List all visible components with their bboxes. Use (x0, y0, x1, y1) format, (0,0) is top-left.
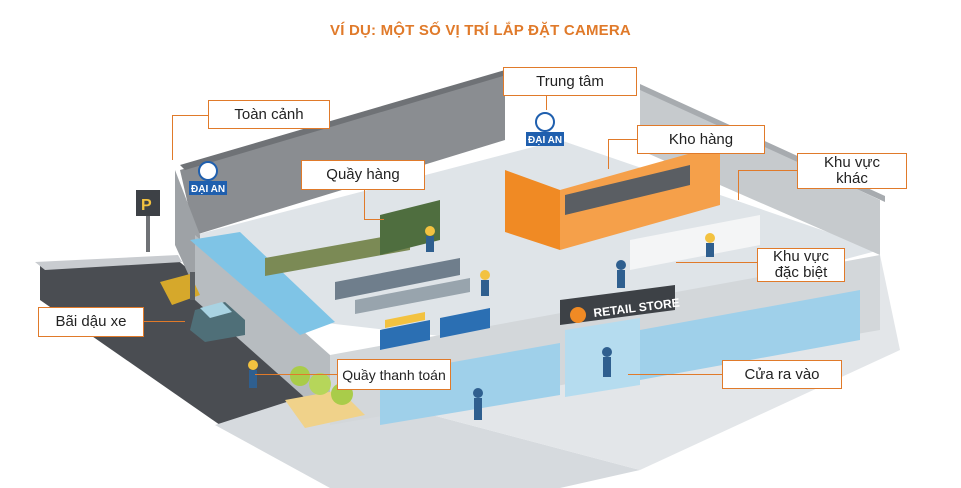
people-figures (248, 226, 715, 420)
leader-line-toan-canh (172, 115, 212, 117)
callout-toan-canh: Toàn cảnh (208, 100, 330, 129)
leader-line-khu-vuc-khac-v (738, 170, 740, 200)
callout-cua-ra-vao: Cửa ra vào (722, 360, 842, 389)
parking-sign-icon: P (136, 190, 160, 252)
leader-line-kho-hang (608, 139, 640, 141)
warehouse-room-front (505, 170, 560, 250)
svg-text:ĐẠI AN: ĐẠI AN (191, 184, 225, 195)
entrance-door (565, 318, 640, 397)
warehouse-shelf (565, 165, 690, 215)
svg-text:ĐẠI AN: ĐẠI AN (528, 135, 562, 146)
callout-khu-vuc-khac: Khu vực khác (797, 153, 907, 189)
leader-line-trung-tam (546, 96, 548, 110)
leader-line-quay-hang-h (364, 219, 384, 221)
leader-line-khu-vuc-khac (738, 170, 799, 172)
leader-line-quay-hang (364, 190, 366, 220)
front-glass (380, 343, 560, 425)
diagram-title: VÍ DỤ: MỘT SỐ VỊ TRÍ LẮP ĐẶT CAMERA (330, 22, 631, 39)
leader-line-quay-thanh-toan (255, 374, 338, 376)
callout-quay-thanh-toan: Quầy thanh toán (337, 359, 451, 390)
checkout-counters (380, 308, 490, 350)
car-icon (190, 302, 245, 342)
svg-text:P: P (141, 197, 152, 214)
store-sign-board (560, 285, 675, 325)
tree-planter (285, 366, 365, 428)
leader-line-bai-dau-xe (142, 321, 185, 323)
store-sign-logo (570, 307, 586, 323)
front-glass-2 (640, 290, 860, 380)
callout-khu-vuc-dac-biet: Khu vực đặc biệt (757, 248, 845, 282)
leader-line-khu-vuc-dac-biet (676, 262, 758, 264)
forklift-icon (160, 272, 200, 305)
back-wall-left-top (180, 70, 510, 170)
callout-bai-dau-xe: Bãi dậu xe (38, 307, 144, 337)
left-side-wall (175, 170, 200, 300)
parking-lot (40, 258, 330, 425)
brand-logo-center: ĐẠI AN (526, 112, 564, 146)
callout-kho-hang: Kho hàng (637, 125, 765, 154)
leader-line-toan-canh-v (172, 115, 174, 160)
brand-logo-left: ĐẠI AN (189, 161, 227, 195)
parking-curb (35, 255, 182, 270)
callout-quay-hang: Quầy hàng (301, 160, 425, 190)
special-counter (630, 215, 760, 270)
leader-line-kho-hang-v (608, 139, 610, 169)
leader-line-cua-ra-vao (628, 374, 724, 376)
display-shelves (265, 200, 470, 314)
front-canopy (190, 232, 335, 335)
back-wall-left (180, 75, 505, 235)
callout-trung-tam: Trung tâm (503, 67, 637, 96)
